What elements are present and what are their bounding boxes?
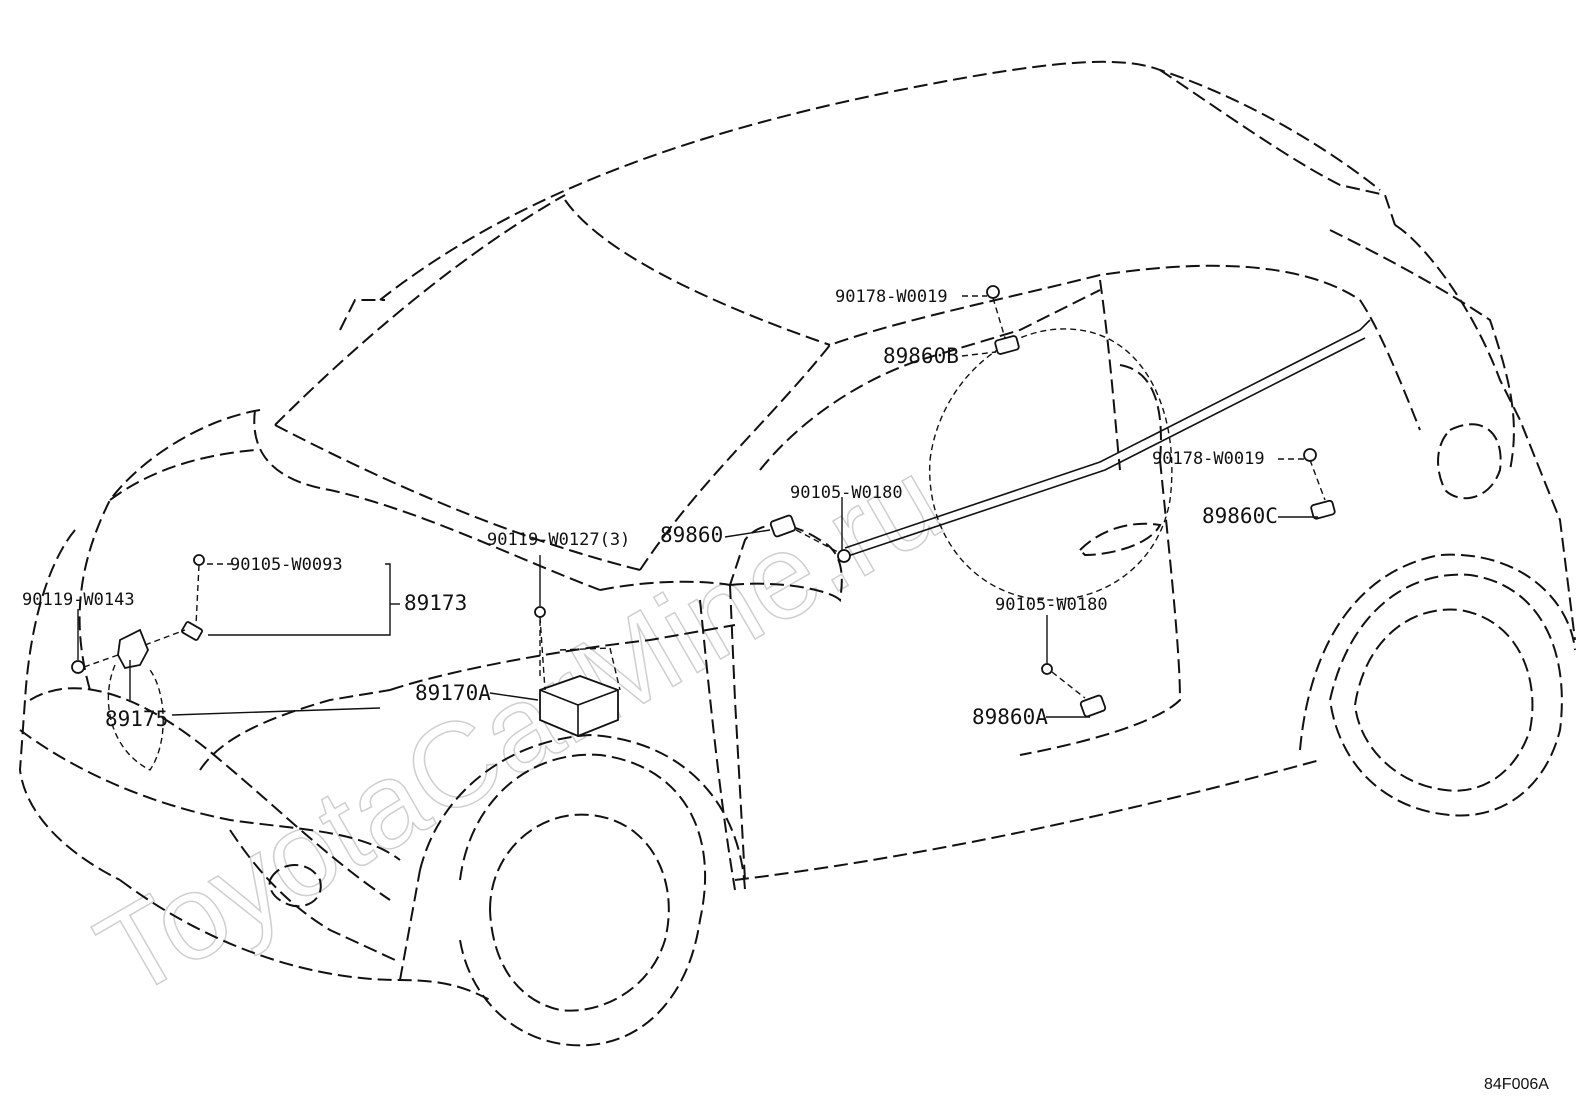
sensor-89860: [769, 514, 851, 563]
sensor-89860a: [1041, 663, 1107, 718]
label-90119-w0143: 90119-W0143: [22, 590, 135, 610]
label-89175: 89175: [105, 707, 168, 731]
curtain-airbag-rail: [844, 319, 1371, 557]
sensor-89173: [181, 554, 205, 641]
label-89170a: 89170A: [415, 681, 491, 705]
label-90119-w0127: 90119-W0127(3): [487, 530, 630, 550]
label-89860: 89860: [660, 523, 723, 547]
ecu-89170a: [534, 606, 621, 737]
label-90105-w0180-lower: 90105-W0180: [995, 595, 1108, 615]
part-89175: [71, 628, 186, 771]
leader-lines: [77, 295, 1318, 718]
label-90105-w0180-upper: 90105-W0180: [790, 483, 903, 503]
sensor-89860c: [1303, 448, 1336, 520]
label-90178-w0019-top: 90178-W0019: [835, 287, 948, 307]
label-89173: 89173: [404, 591, 467, 615]
diagram-code: 84F006A: [1484, 1076, 1549, 1093]
label-89860b: 89860B: [883, 344, 959, 368]
sensor-89860b: [986, 285, 1020, 355]
label-90105-w0093: 90105-W0093: [230, 555, 343, 575]
label-89860a: 89860A: [972, 705, 1048, 729]
label-89860c: 89860C: [1202, 504, 1278, 528]
label-90178-w0019-right: 90178-W0019: [1152, 449, 1265, 469]
side-airbag-zone: [929, 328, 1173, 601]
